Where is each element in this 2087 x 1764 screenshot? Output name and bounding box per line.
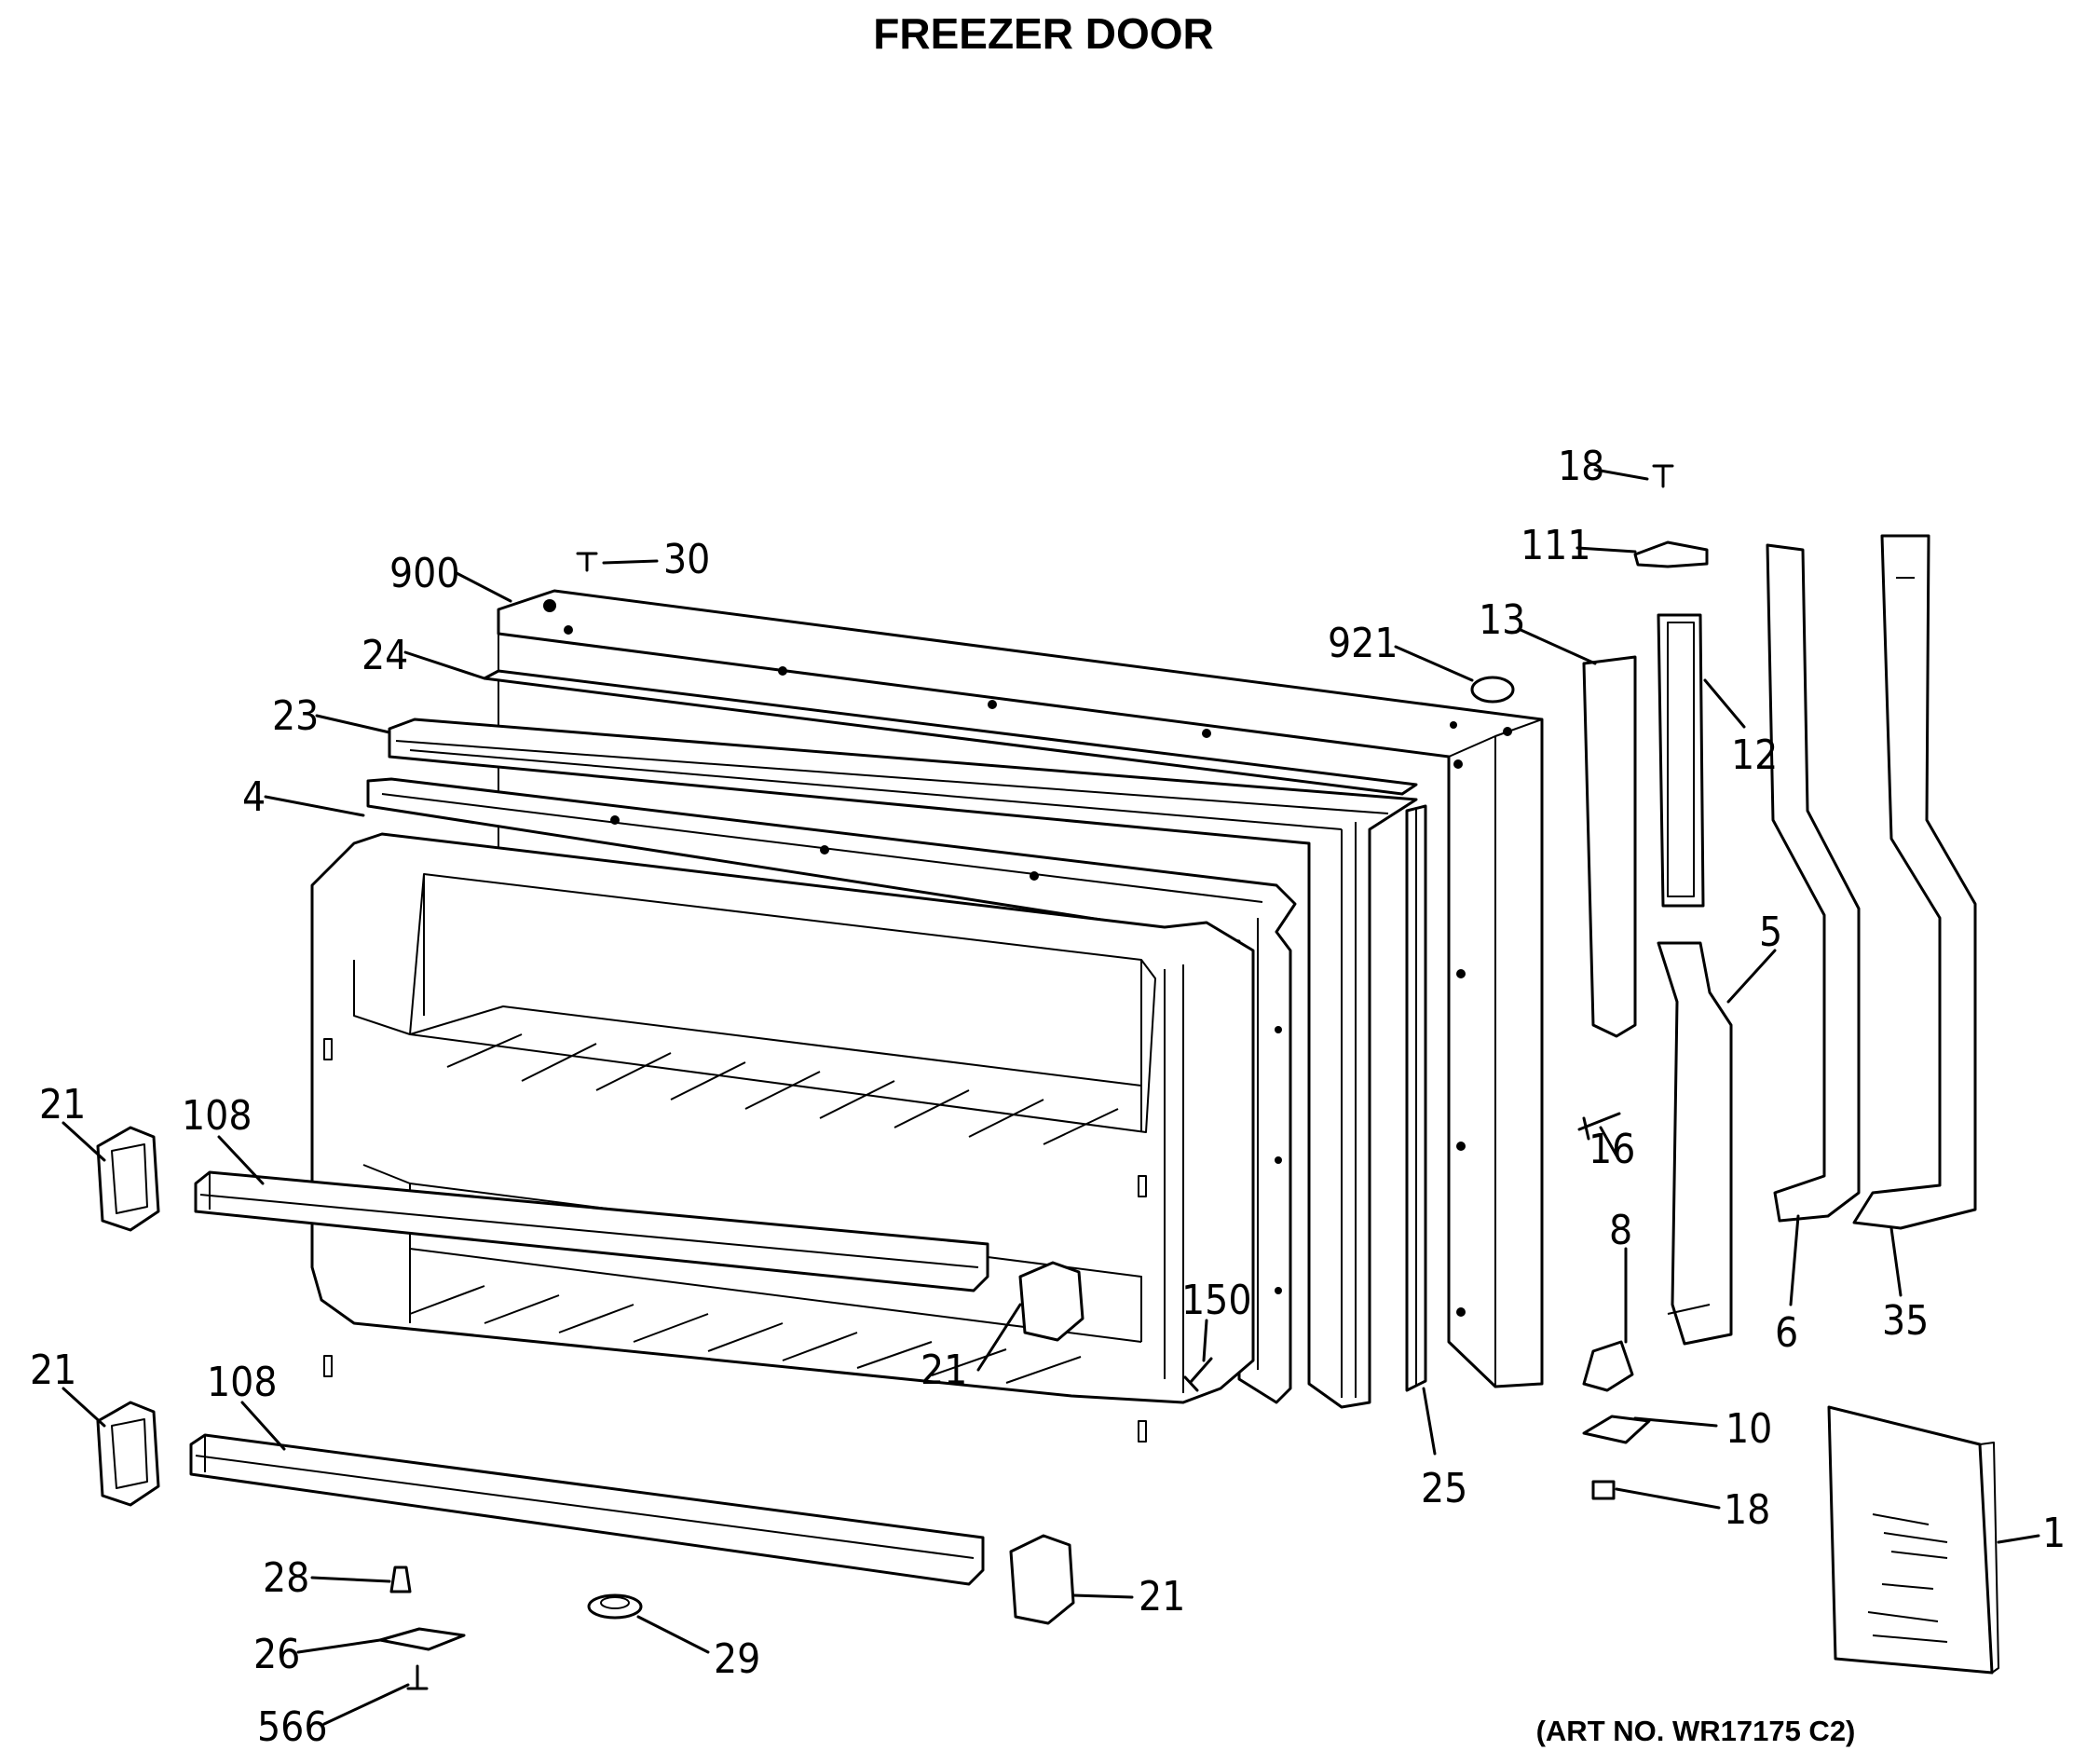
hinge-bracket-12 <box>1657 613 1705 908</box>
callout-12: 12 <box>1731 732 1778 779</box>
callout-6: 6 <box>1775 1309 1798 1357</box>
hinge-cover-13 <box>1582 655 1637 1038</box>
callout-16: 16 <box>1589 1126 1635 1173</box>
end-cap-lower-left <box>96 1401 160 1507</box>
callout-18-bottom: 18 <box>1724 1486 1770 1534</box>
callout-111: 111 <box>1521 522 1591 569</box>
outer-door-panel <box>497 589 1544 1388</box>
callout-108-lower: 108 <box>207 1359 278 1406</box>
callout-25: 25 <box>1421 1465 1467 1512</box>
callout-labels: 18 111 30 900 921 13 12 24 23 4 5 6 35 1… <box>30 443 2066 1751</box>
shelf-bar-lower <box>189 1433 985 1586</box>
screw-566 <box>406 1664 429 1690</box>
art-number: (ART NO. WR17175 C2) <box>1536 1715 1856 1747</box>
callout-26: 26 <box>253 1631 300 1678</box>
hinge-arm-6 <box>1766 543 1861 1223</box>
callout-5: 5 <box>1759 909 1782 956</box>
leader-lines <box>61 468 2040 1726</box>
plug-button <box>1470 676 1515 704</box>
callout-150: 150 <box>1181 1277 1252 1324</box>
screw-30 <box>576 552 598 572</box>
button-29 <box>587 1593 643 1620</box>
callout-30: 30 <box>663 536 710 583</box>
end-cap-upper-right <box>1018 1261 1084 1342</box>
callout-21-upper-left: 21 <box>39 1081 86 1128</box>
callout-10: 10 <box>1726 1405 1772 1453</box>
callout-24: 24 <box>361 632 408 679</box>
bracket-111 <box>1633 540 1709 568</box>
callout-35: 35 <box>1882 1297 1929 1345</box>
callout-921: 921 <box>1328 620 1398 667</box>
callout-8: 8 <box>1609 1207 1632 1254</box>
callout-21-upper-right: 21 <box>921 1347 967 1394</box>
callout-108-upper: 108 <box>182 1092 252 1140</box>
plate-26 <box>378 1627 466 1651</box>
bracket-10 <box>1582 1415 1651 1444</box>
stud-28 <box>389 1566 412 1593</box>
screw-16 <box>1577 1112 1621 1141</box>
callout-21-lower-left: 21 <box>30 1347 76 1394</box>
seal-strip <box>1405 804 1427 1392</box>
hinge-arm-5 <box>1657 941 1733 1346</box>
end-cap-lower-right <box>1009 1534 1075 1625</box>
screw-18-top <box>1652 464 1674 488</box>
diagram-title: FREEZER DOOR <box>873 9 1213 58</box>
callout-900: 900 <box>389 550 460 597</box>
callout-566: 566 <box>257 1703 328 1751</box>
screw-150 <box>1183 1357 1213 1392</box>
shelf-bar-upper <box>194 1170 989 1292</box>
breaker-strip <box>483 669 1418 796</box>
callout-29: 29 <box>714 1635 760 1683</box>
bracket-8 <box>1582 1340 1634 1392</box>
callout-13: 13 <box>1479 596 1525 644</box>
callout-1: 1 <box>2042 1510 2066 1557</box>
callout-23: 23 <box>272 692 319 740</box>
end-cap-upper-left <box>96 1126 160 1232</box>
callout-28: 28 <box>263 1554 309 1602</box>
instruction-booklet <box>1827 1405 1999 1675</box>
nut-18-bottom <box>1591 1480 1616 1500</box>
callout-21-lower-right: 21 <box>1139 1573 1185 1620</box>
hinge-arm-35 <box>1852 534 1977 1230</box>
door-gasket <box>388 718 1418 1409</box>
callout-4: 4 <box>242 773 266 821</box>
callout-18-top: 18 <box>1558 443 1604 490</box>
door-liner <box>310 832 1255 1443</box>
